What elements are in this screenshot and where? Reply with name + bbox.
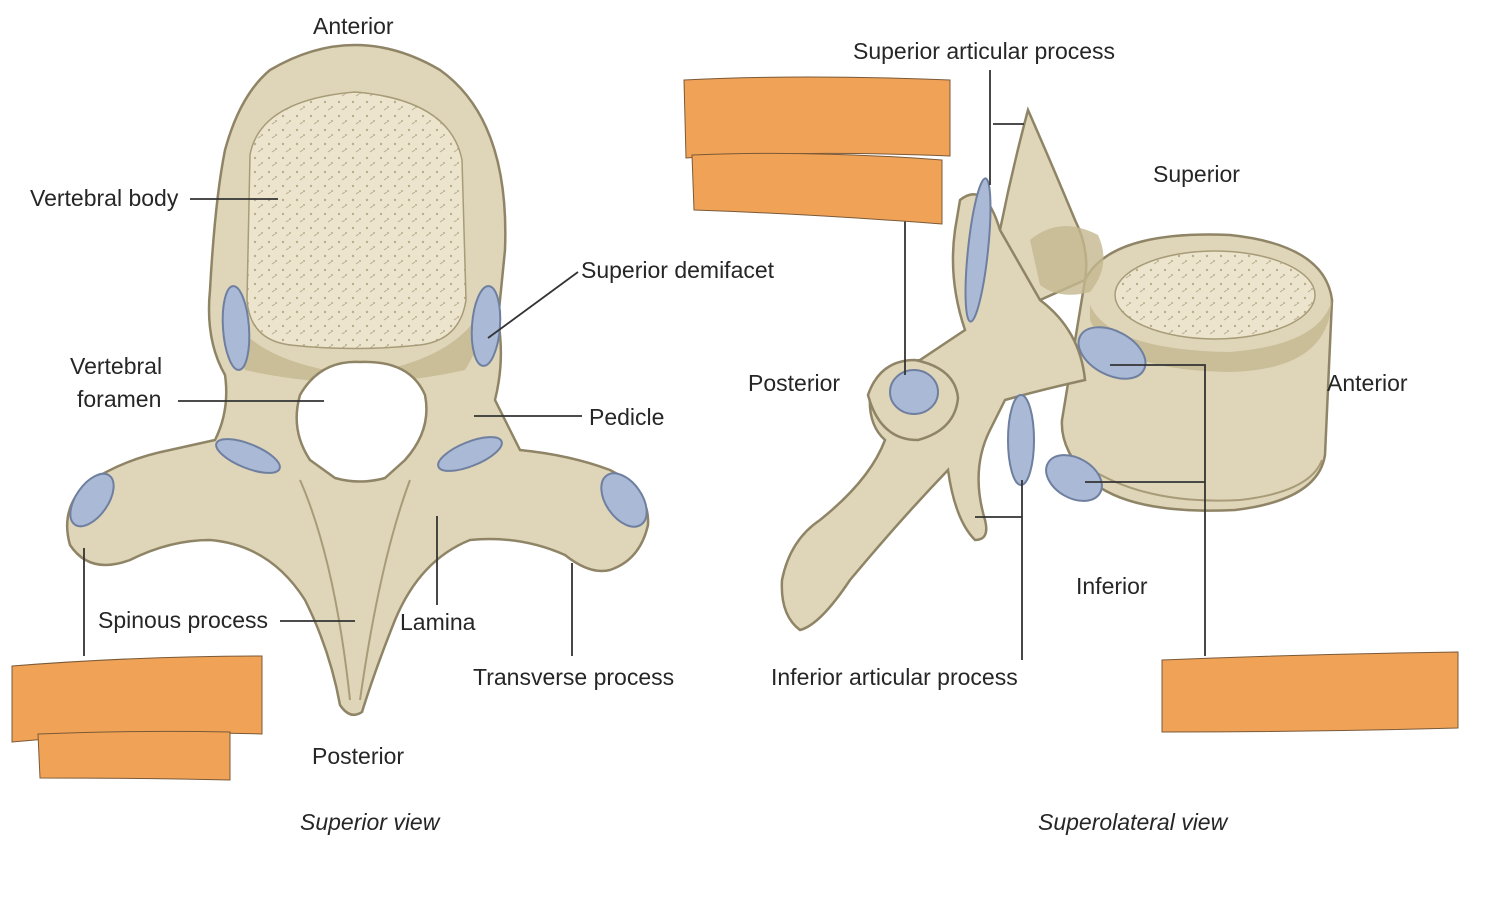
- superolateral-superior-articular-facet: [964, 177, 992, 323]
- label-pedicle: Pedicle: [589, 404, 665, 430]
- mask-box-bottom-left-lower: [37, 730, 231, 781]
- label-posterior-superior-view: Posterior: [312, 743, 405, 769]
- label-superior-orientation: Superior: [1153, 161, 1240, 187]
- label-vertebral-foramen-line1: Vertebral: [70, 353, 163, 379]
- label-vertebral-foramen-line2: foramen: [77, 386, 162, 412]
- superior-view-leader-lines: [83, 198, 582, 656]
- label-masks: [11, 76, 1459, 781]
- transverse-costal-facet-right: [600, 472, 648, 528]
- vertebral-foramen-opening: [295, 360, 428, 483]
- vertebral-body-rim: [225, 290, 490, 383]
- superolateral-leader-lines: [904, 70, 1206, 660]
- label-transverse-process: Transverse process: [473, 664, 675, 690]
- superolateral-view-vertebra: [780, 106, 1334, 632]
- label-superior-articular-process: Superior articular process: [853, 38, 1116, 64]
- label-anterior-orientation: Anterior: [1327, 370, 1408, 396]
- superolateral-body-bottom-rim: [1091, 459, 1323, 502]
- mask-box-top-upper: [683, 76, 951, 159]
- superolateral-articular-shadow: [1030, 226, 1104, 295]
- caption-superior-view: Superior view: [300, 809, 440, 835]
- superolateral-body-surface: [1114, 250, 1316, 340]
- lamina-ridge-right: [359, 479, 411, 701]
- superior-demifacet-right: [470, 285, 502, 367]
- superolateral-transverse-costal-facet: [889, 369, 939, 415]
- superolateral-inferior-demifacet: [1045, 454, 1103, 502]
- label-anterior-superior-view: Anterior: [313, 13, 394, 39]
- superior-view-vertebra: [65, 43, 650, 717]
- mask-box-bottom-left-upper: [11, 655, 263, 743]
- mask-box-bottom-right: [1161, 651, 1459, 733]
- caption-superolateral-view: Superolateral view: [1038, 809, 1228, 835]
- label-posterior-orientation: Posterior: [748, 370, 841, 396]
- lamina-ridge-left: [299, 479, 351, 701]
- superior-articular-facet-left: [215, 438, 281, 474]
- superolateral-body-rim: [1090, 300, 1332, 372]
- label-vertebral-body: Vertebral body: [30, 185, 179, 211]
- vertebral-body-surface: [246, 91, 467, 350]
- label-inferior-articular-process: Inferior articular process: [771, 664, 1018, 690]
- label-lamina: Lamina: [400, 609, 476, 635]
- superolateral-inferior-articular-facet: [1007, 394, 1035, 486]
- transverse-costal-facet-left: [69, 472, 115, 528]
- mask-box-top-lower: [691, 152, 943, 225]
- label-inferior-orientation: Inferior: [1076, 573, 1148, 599]
- superior-demifacet-left: [221, 285, 251, 371]
- label-superior-demifacet: Superior demifacet: [581, 257, 775, 283]
- superior-articular-facet-right: [437, 436, 503, 472]
- label-spinous-process: Spinous process: [98, 607, 269, 633]
